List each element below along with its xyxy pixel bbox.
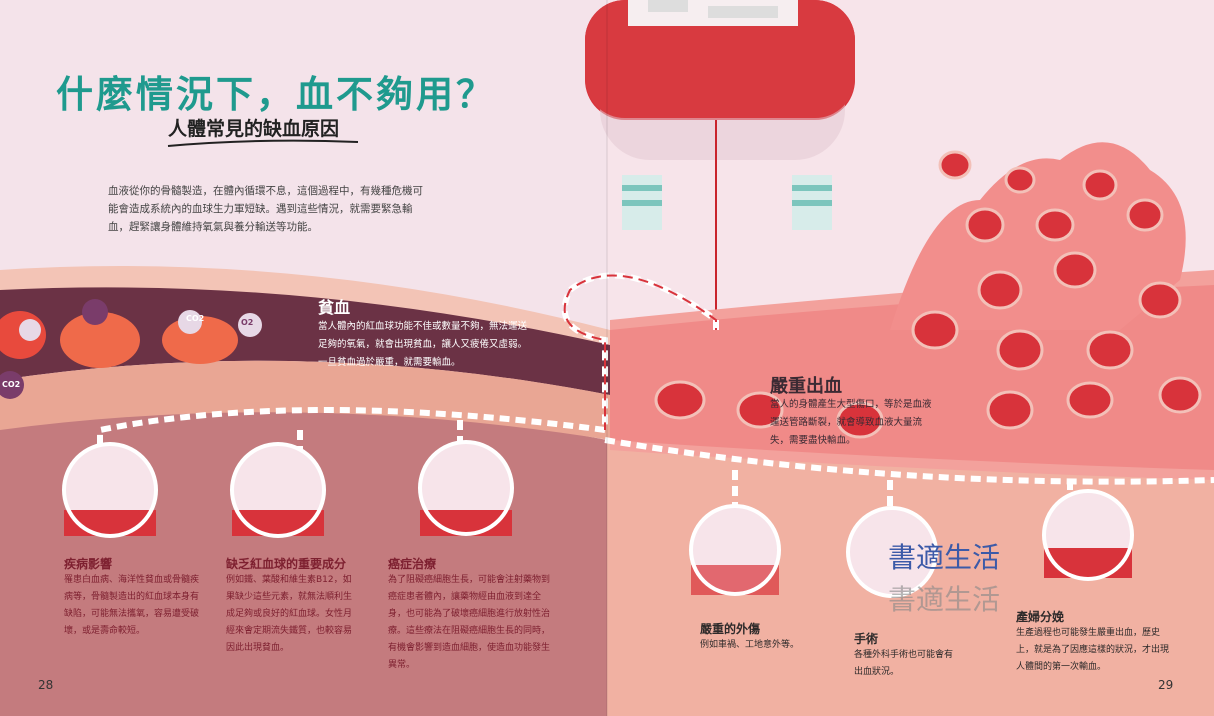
- watermark-text-shadow: 書適生活: [888, 583, 1001, 616]
- co2-label: CO2: [2, 380, 21, 389]
- cause-nutrient-text: 例如鐵、葉酸和維生素B12，如果缺少這些元素，就無法順利生成足夠或良好的紅血球。…: [226, 575, 353, 653]
- watermark-text: 書適生活: [888, 541, 1001, 574]
- page-subtitle: 人體常見的缺血原因: [168, 118, 340, 140]
- co2-label: CO2: [186, 314, 205, 323]
- intro-paragraph: 血液從你的骨髓製造，在體內循環不息，這個過程中，有幾種危機可能會造成系統內的血球…: [108, 185, 423, 233]
- cause-nutrient-title: 缺乏紅血球的重要成分: [226, 557, 347, 571]
- cause-childbirth-text: 生產過程也可能發生嚴重出血，歷史上，就是為了因應這樣的狀況，才出現人體間的第一次…: [1016, 628, 1170, 672]
- bleeding-title: 嚴重出血: [770, 376, 842, 397]
- page-title: 什麼情況下，血不夠用？: [56, 73, 496, 116]
- page-number-right: 29: [1158, 678, 1174, 692]
- cause-surgery-title: 手術: [854, 632, 879, 646]
- cause-cancer-text: 為了阻礙癌細胞生長，可能會注射藥物到癌症患者體內，讓藥物經由血液到達全身，也可能…: [388, 575, 551, 670]
- cause-disease-title: 疾病影響: [64, 557, 113, 571]
- cause-cancer-title: 癌症治療: [388, 557, 437, 571]
- o2-label: O2: [241, 318, 254, 327]
- cause-trauma-title: 嚴重的外傷: [700, 622, 761, 636]
- cause-trauma-text: 例如車禍、工地意外等。: [700, 640, 800, 650]
- blood-bag-icon: [585, 0, 855, 330]
- cause-surgery-text: 各種外科手術也可能會有出血狀況。: [854, 650, 954, 677]
- cause-childbirth-title: 產婦分娩: [1016, 610, 1065, 624]
- anemia-title: 貧血: [318, 298, 351, 317]
- anemia-text: 當人體內的紅血球功能不佳或數量不夠，無法運送足夠的氧氣，就會出現貧血，讓人又疲倦…: [318, 321, 528, 368]
- bleeding-text: 當人的身體產生大型傷口，等於是血液運送管路斷裂，就會導致血液大量流失，需要盡快輸…: [770, 399, 932, 446]
- cause-disease-text: 罹患白血病、海洋性貧血或骨髓疾病等，骨髓製造出的紅血球本身有缺陷，可能無法攜氧，…: [64, 575, 200, 636]
- page-number-left: 28: [38, 678, 54, 692]
